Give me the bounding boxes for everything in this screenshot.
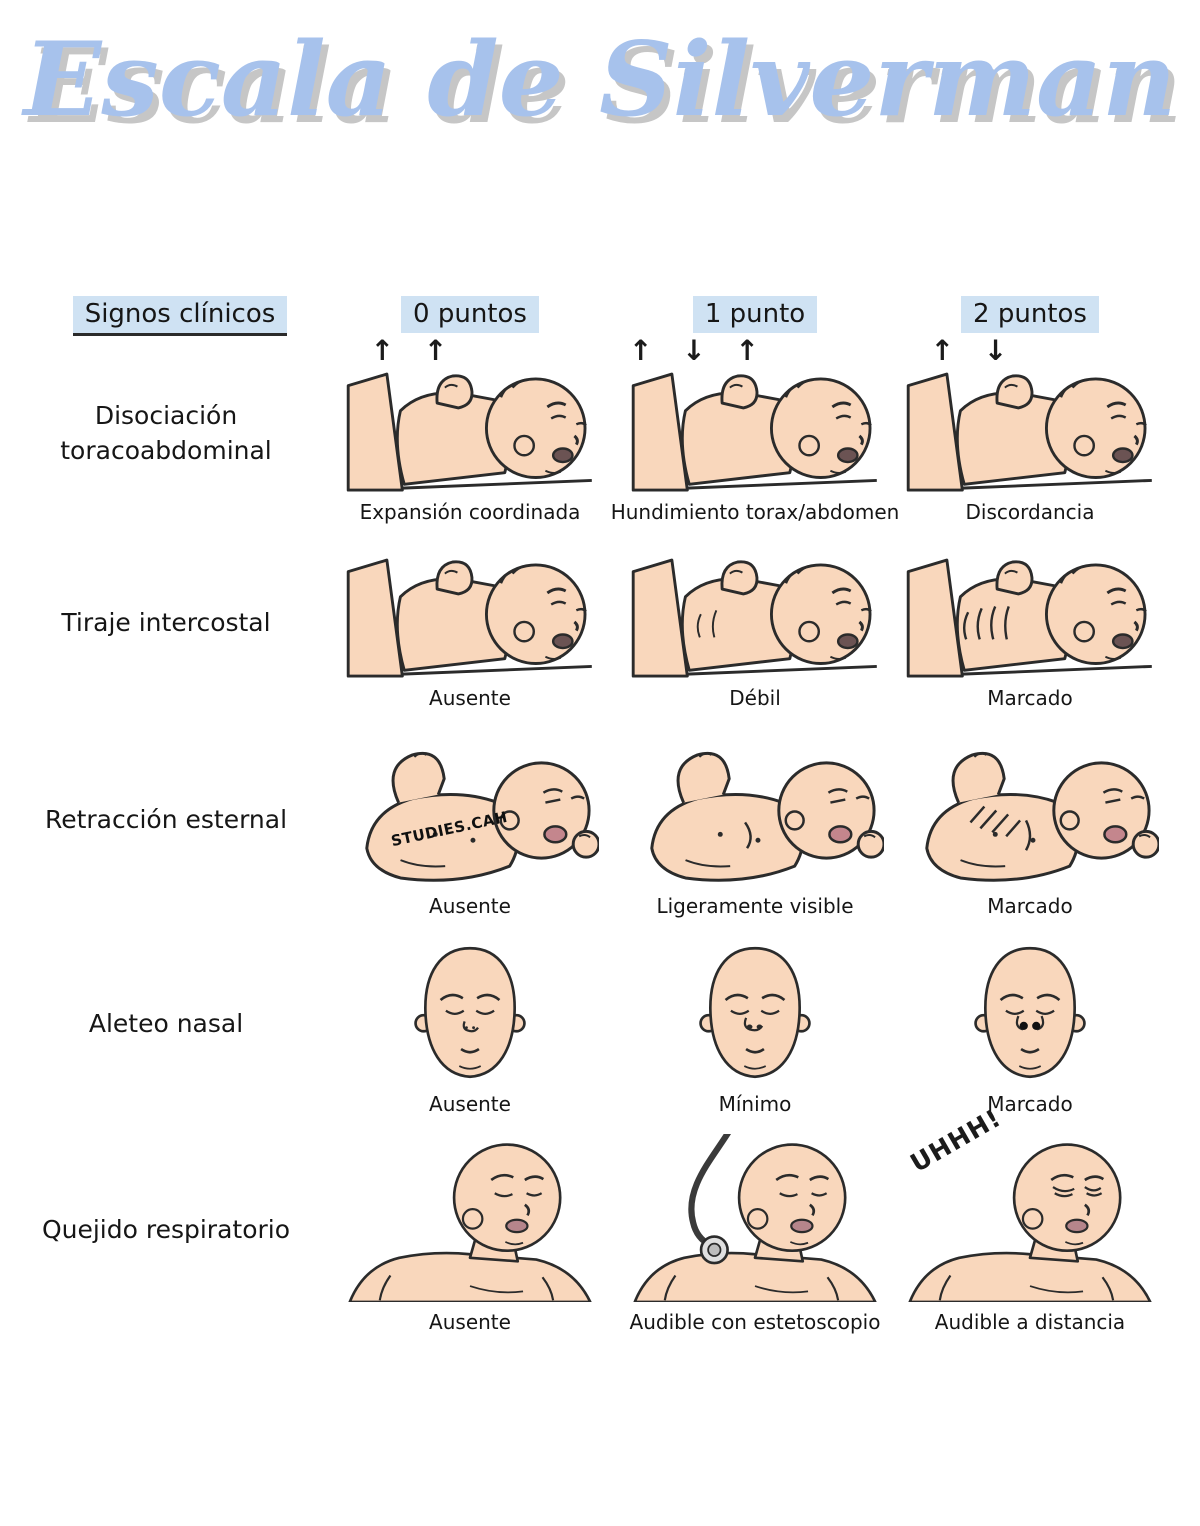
table-row: Quejido respiratorio Ausente Audible con…	[0, 1103, 1200, 1336]
cell-aleteo-1: Mínimo	[615, 928, 895, 1118]
cell-quejido-0: Ausente	[330, 1122, 610, 1336]
header-clinical-signs-label: Signos clínicos	[72, 296, 288, 336]
baby-supine-illustration-slight	[615, 718, 895, 886]
cell-caption: Ausente	[429, 1310, 511, 1334]
baby-supine-illustration: STUDIES.CAH	[330, 718, 610, 886]
cell-disociacion-1: ↑ ↓ ↑ Hundimiento torax/abdomen	[611, 334, 900, 526]
cell-aleteo-0: Ausente	[330, 928, 610, 1118]
cell-caption: Marcado	[987, 1092, 1073, 1116]
cell-quejido-1: Audible con estetoscopio	[615, 1122, 895, 1336]
cell-caption: Discordancia	[965, 500, 1095, 524]
baby-supine-illustration-marked	[890, 718, 1170, 886]
row-label-tiraje: Tiraje intercostal	[61, 607, 271, 637]
breathing-arrows: ↑ ↓ ↑	[629, 334, 769, 367]
cell-tiraje-2: Marcado	[890, 532, 1170, 712]
header-1-point-label: 1 punto	[692, 296, 818, 333]
cell-quejido-2: UHHH! Audible a distancia	[890, 1103, 1170, 1336]
cell-caption: Ausente	[429, 1092, 511, 1116]
cell-caption: Marcado	[987, 686, 1073, 710]
row-label-retraccion: Retracción esternal	[44, 804, 288, 834]
cell-caption: Ausente	[429, 894, 511, 918]
header-2-points: 2 puntos	[890, 296, 1170, 333]
baby-lying-illustration: ↑ ↓	[890, 334, 1170, 492]
cell-retraccion-2: Marcado	[890, 718, 1170, 920]
cell-caption: Audible a distancia	[934, 1310, 1126, 1334]
cell-caption: Mínimo	[718, 1092, 792, 1116]
row-label-quejido: Quejido respiratorio	[41, 1214, 291, 1244]
baby-head-illustration	[330, 1122, 610, 1302]
cell-caption: Audible con estetoscopio	[629, 1310, 881, 1334]
header-1-point: 1 punto	[615, 296, 895, 333]
baby-lying-illustration: ↑ ↓ ↑	[615, 334, 895, 492]
header-0-points-label: 0 puntos	[401, 296, 539, 333]
row-label-aleteo: Aleteo nasal	[88, 1008, 244, 1038]
table-header-row: Signos clínicos 0 puntos 1 punto 2 punto…	[0, 296, 1200, 342]
breathing-arrows: ↑ ↓	[930, 334, 1018, 367]
table-row: Aleteo nasal Ausente Mínimo	[0, 928, 1200, 1118]
cell-caption: Ligeramente visible	[656, 894, 854, 918]
baby-lying-illustration: ↑ ↑	[330, 334, 610, 492]
baby-lying-illustration-mild-retraction	[615, 532, 895, 678]
cell-caption: Expansión coordinada	[359, 500, 581, 524]
table-row: Disociación toracoabdominal ↑ ↑ Expansió…	[0, 334, 1200, 526]
table-row: Retracción esternal STUDIES.CAH Ausente …	[0, 718, 1200, 920]
baby-lying-illustration	[330, 532, 610, 678]
cell-caption: Débil	[729, 686, 781, 710]
stethoscope-icon	[688, 1134, 732, 1265]
cell-disociacion-0: ↑ ↑ Expansión coordinada	[330, 334, 610, 526]
cell-caption: Marcado	[987, 894, 1073, 918]
table-row: Tiraje intercostal Ausente Débil	[0, 532, 1200, 712]
header-2-points-label: 2 puntos	[961, 296, 1099, 333]
header-clinical-signs: Signos clínicos	[55, 296, 305, 336]
cell-aleteo-2: Marcado	[890, 928, 1170, 1118]
page-title: Escala de Silverman	[23, 20, 1177, 140]
baby-face-illustration-marked-flaring	[890, 928, 1170, 1084]
cell-tiraje-0: Ausente	[330, 532, 610, 712]
cell-retraccion-0: STUDIES.CAH Ausente	[330, 718, 610, 920]
cell-caption: Hundimiento torax/abdomen	[610, 500, 900, 524]
header-0-points: 0 puntos	[330, 296, 610, 333]
baby-head-with-stethoscope-illustration	[615, 1122, 895, 1302]
cell-tiraje-1: Débil	[615, 532, 895, 712]
cell-caption: Ausente	[429, 686, 511, 710]
cell-disociacion-2: ↑ ↓ Discordancia	[890, 334, 1170, 526]
baby-lying-illustration-marked-retraction	[890, 532, 1170, 678]
breathing-arrows: ↑ ↑	[370, 334, 458, 367]
row-label-disociacion: Disociación toracoabdominal	[60, 401, 272, 465]
cell-retraccion-1: Ligeramente visible	[615, 718, 895, 920]
baby-face-illustration	[330, 928, 610, 1084]
baby-face-illustration-minimal-flaring	[615, 928, 895, 1084]
baby-head-crying-illustration: UHHH!	[890, 1103, 1170, 1302]
